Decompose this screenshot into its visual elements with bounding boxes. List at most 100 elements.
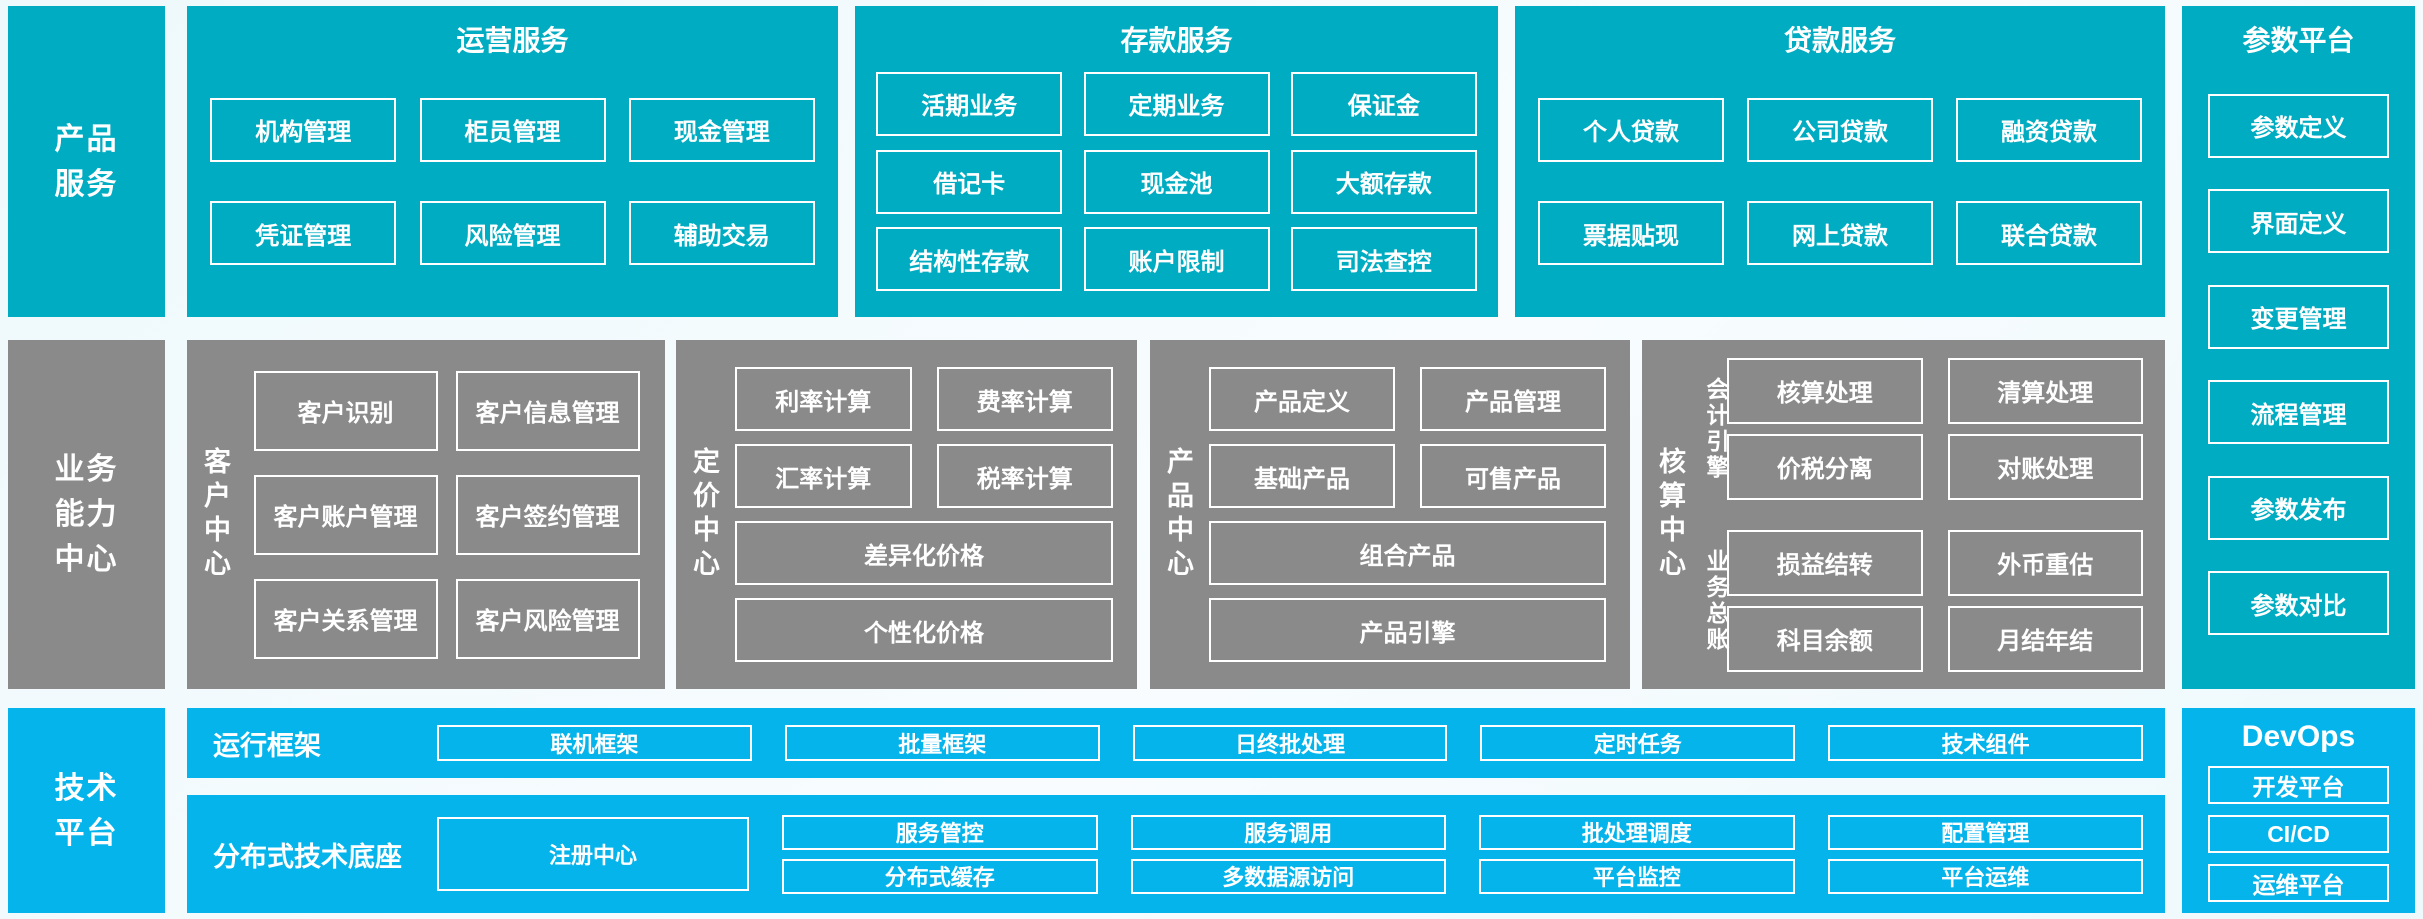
distributed-base-boxes: 服务管控 分布式缓存 服务调用 多数据源访问 批处理调度 平台监控 配置管理 平… xyxy=(782,814,2143,894)
distributed-component-box: 多数据源访问 xyxy=(1130,858,1446,894)
runtime-framework-boxes: 联机框架 批量框架 日终批处理 定时任务 技术组件 xyxy=(437,725,2143,761)
vlabel-customer-center: 客户中心 xyxy=(200,446,230,583)
deposit-service-box: 结构性存款 xyxy=(876,227,1063,292)
distributed-component-box: 平台监控 xyxy=(1479,858,1795,894)
param-item-box: 参数发布 xyxy=(2208,475,2389,540)
loan-service-box: 个人贷款 xyxy=(1538,97,1724,162)
operations-service-box: 柜员管理 xyxy=(419,97,606,162)
operations-boxes: 机构管理 柜员管理 现金管理 凭证管理 风险管理 辅助交易 xyxy=(187,58,838,317)
devops-boxes: 开发平台 CI/CD 运维平台 xyxy=(2208,766,2389,902)
customer-capability-box: 客户风险管理 xyxy=(455,578,640,659)
section-parameter-platform: 参数平台 参数定义 界面定义 变更管理 流程管理 参数发布 参数对比 xyxy=(2182,6,2415,689)
section-title-devops: DevOps xyxy=(2241,720,2356,753)
loan-service-box: 票据贴现 xyxy=(1538,201,1724,266)
product-center-boxes: 产品定义 产品管理 基础产品 可售产品 组合产品 产品引擎 xyxy=(1191,340,1630,689)
accounting-capability-box: 清算处理 xyxy=(1947,357,2143,424)
deposit-service-box: 活期业务 xyxy=(876,71,1063,136)
deposit-service-box: 现金池 xyxy=(1083,149,1270,214)
business-ledger-group: 业务总账 损益结转 外币重估 科目余额 月结年结 xyxy=(1683,529,2143,672)
vlabel-product-center: 产品中心 xyxy=(1163,446,1193,583)
band-label-distributed-tech-base: 分布式技术底座 xyxy=(213,841,402,872)
accounting-center-groups: 会计引擎 核算处理 清算处理 价税分离 对账处理 业务总账 损益结转 外币重估 … xyxy=(1683,340,2165,689)
section-title-loan: 贷款服务 xyxy=(1783,25,1896,56)
loan-service-box: 联合贷款 xyxy=(1956,201,2142,266)
section-devops: DevOps 开发平台 CI/CD 运维平台 xyxy=(2182,708,2415,913)
deposit-service-box: 定期业务 xyxy=(1083,71,1270,136)
band-runtime-framework: 运行框架 联机框架 批量框架 日终批处理 定时任务 技术组件 xyxy=(187,708,2165,778)
section-title-operations: 运营服务 xyxy=(456,25,569,56)
band-distributed-tech-base: 分布式技术底座 注册中心 服务管控 分布式缓存 服务调用 多数据源访问 批处理调… xyxy=(187,795,2165,913)
accounting-capability-box: 月结年结 xyxy=(1947,605,2143,672)
deposit-service-box: 借记卡 xyxy=(876,149,1063,214)
runtime-component-box: 技术组件 xyxy=(1828,725,2143,761)
deposit-service-box: 司法查控 xyxy=(1290,227,1477,292)
band-label-runtime-framework: 运行框架 xyxy=(213,730,321,761)
loan-boxes: 个人贷款 公司贷款 融资贷款 票据贴现 网上贷款 联合贷款 xyxy=(1515,58,2165,317)
section-loan-services: 贷款服务 个人贷款 公司贷款 融资贷款 票据贴现 网上贷款 联合贷款 xyxy=(1515,6,2165,317)
runtime-component-box: 批量框架 xyxy=(784,725,1100,761)
product-capability-box: 产品引擎 xyxy=(1209,598,1606,662)
vlabel-accounting-center: 核算中心 xyxy=(1655,446,1685,583)
accounting-capability-box: 外币重估 xyxy=(1947,529,2143,596)
distributed-component-box: 配置管理 xyxy=(1827,814,2143,850)
operations-service-box: 现金管理 xyxy=(628,97,815,162)
registry-center-box: 注册中心 xyxy=(437,817,749,891)
devops-item-box: 开发平台 xyxy=(2208,766,2389,804)
distributed-component-box: 服务管控 xyxy=(782,814,1098,850)
pricing-capability-box: 税率计算 xyxy=(936,444,1113,508)
customer-capability-box: 客户关系管理 xyxy=(253,578,438,659)
distributed-component-box: 服务调用 xyxy=(1130,814,1446,850)
product-capability-box: 基础产品 xyxy=(1209,444,1395,508)
customer-capability-box: 客户识别 xyxy=(253,370,438,451)
pricing-center-boxes: 利率计算 费率计算 汇率计算 税率计算 差异化价格 个性化价格 xyxy=(717,340,1137,689)
accounting-capability-box: 对账处理 xyxy=(1947,433,2143,500)
accounting-engine-group: 会计引擎 核算处理 清算处理 价税分离 对账处理 xyxy=(1683,357,2143,500)
customer-capability-box: 客户账户管理 xyxy=(253,474,438,555)
operations-service-box: 机构管理 xyxy=(210,97,397,162)
section-title-parameter-platform: 参数平台 xyxy=(2242,25,2355,56)
devops-item-box: CI/CD xyxy=(2208,815,2389,853)
operations-service-box: 凭证管理 xyxy=(210,201,397,266)
param-item-box: 参数对比 xyxy=(2208,571,2389,636)
param-item-box: 界面定义 xyxy=(2208,189,2389,254)
param-item-box: 参数定义 xyxy=(2208,93,2389,158)
operations-service-box: 风险管理 xyxy=(419,201,606,266)
sidebar-business-capability-center: 业务 能力 中心 xyxy=(8,340,165,689)
accounting-capability-box: 科目余额 xyxy=(1727,605,1923,672)
operations-service-box: 辅助交易 xyxy=(628,201,815,266)
loan-service-box: 融资贷款 xyxy=(1956,97,2142,162)
section-pricing-center: 定价中心 利率计算 费率计算 汇率计算 税率计算 差异化价格 个性化价格 xyxy=(676,340,1137,689)
product-capability-box: 组合产品 xyxy=(1209,521,1606,585)
product-capability-box: 产品定义 xyxy=(1209,367,1395,431)
runtime-component-box: 联机框架 xyxy=(437,725,752,761)
pricing-capability-box: 汇率计算 xyxy=(735,444,912,508)
customer-center-boxes: 客户识别 客户信息管理 客户账户管理 客户签约管理 客户关系管理 客户风险管理 xyxy=(228,340,665,689)
customer-capability-box: 客户签约管理 xyxy=(455,474,640,555)
parameter-platform-boxes: 参数定义 界面定义 变更管理 流程管理 参数发布 参数对比 xyxy=(2182,56,2415,689)
distributed-component-box: 批处理调度 xyxy=(1479,814,1795,850)
distributed-component-box: 平台运维 xyxy=(1827,858,2143,894)
pricing-capability-box: 差异化价格 xyxy=(735,521,1113,585)
accounting-capability-box: 损益结转 xyxy=(1727,529,1923,596)
pricing-capability-box: 利率计算 xyxy=(735,367,912,431)
section-customer-center: 客户中心 客户识别 客户信息管理 客户账户管理 客户签约管理 客户关系管理 客户… xyxy=(187,340,665,689)
section-accounting-center: 核算中心 会计引擎 核算处理 清算处理 价税分离 对账处理 业务总账 损益结转 … xyxy=(1642,340,2165,689)
section-deposit-services: 存款服务 活期业务 定期业务 保证金 借记卡 现金池 大额存款 结构性存款 账户… xyxy=(855,6,1498,317)
section-title-deposit: 存款服务 xyxy=(1120,25,1233,56)
product-capability-box: 产品管理 xyxy=(1420,367,1606,431)
pricing-capability-box: 个性化价格 xyxy=(735,598,1113,662)
pricing-capability-box: 费率计算 xyxy=(936,367,1113,431)
loan-service-box: 公司贷款 xyxy=(1747,97,1933,162)
distributed-component-box: 分布式缓存 xyxy=(782,858,1098,894)
deposit-service-box: 保证金 xyxy=(1290,71,1477,136)
devops-item-box: 运维平台 xyxy=(2208,864,2389,902)
runtime-component-box: 定时任务 xyxy=(1480,725,1796,761)
section-product-center: 产品中心 产品定义 产品管理 基础产品 可售产品 组合产品 产品引擎 xyxy=(1150,340,1630,689)
loan-service-box: 网上贷款 xyxy=(1747,201,1933,266)
deposit-boxes: 活期业务 定期业务 保证金 借记卡 现金池 大额存款 结构性存款 账户限制 司法… xyxy=(855,58,1498,317)
vlabel-accounting-engine: 会计引擎 xyxy=(1703,376,1729,481)
accounting-capability-box: 价税分离 xyxy=(1727,433,1923,500)
runtime-component-box: 日终批处理 xyxy=(1132,725,1448,761)
deposit-service-box: 大额存款 xyxy=(1290,149,1477,214)
